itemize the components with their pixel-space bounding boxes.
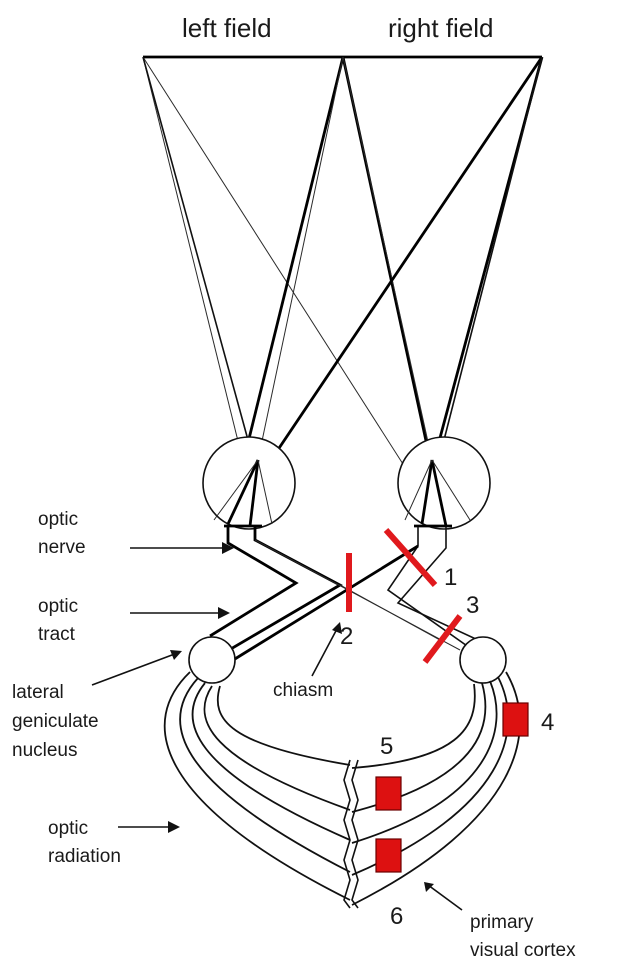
lesion-4-number: 4: [541, 709, 554, 736]
left-radiation-2: [180, 678, 350, 872]
crossing-fiber-right-to-left: [230, 546, 418, 662]
lesion-6-number: 6: [390, 903, 403, 930]
lesion-2-number: 2: [340, 623, 353, 650]
optic-radiation-label-line1: optic: [48, 818, 88, 839]
lgn-label-line2: geniculate: [12, 711, 99, 732]
optic-radiation-label-line2: radiation: [48, 846, 121, 867]
right-eye: [398, 437, 490, 529]
chiasm-fiber-a: [340, 585, 440, 640]
lesion-4-box: [503, 703, 528, 736]
lgn-arrow: [92, 652, 180, 685]
left-eye-circle: [203, 437, 295, 529]
cortex-midline-right: [352, 760, 358, 908]
primary-visual-cortex-label-line1: primary: [470, 912, 534, 933]
lesion-1-bar: [386, 530, 435, 585]
lesion-3-number: 3: [466, 592, 479, 619]
ray-center-inner-left: [258, 57, 343, 460]
optic-nerve-label-line1: optic: [38, 509, 78, 530]
right-radiation-4: [352, 683, 485, 812]
lesion-5-box: [376, 777, 401, 810]
chiasm-arrow: [312, 627, 338, 676]
ray-left-inner: [143, 57, 248, 440]
ray-left-to-right-eye: [143, 57, 440, 522]
optic-tract-label-line1: optic: [38, 596, 78, 617]
lesion-1-number: 1: [444, 564, 457, 591]
optic-radiation-arrowhead: [168, 821, 180, 833]
right-radiation-5: [352, 684, 475, 768]
lgn-label-line1: lateral: [12, 682, 64, 703]
visual-field-rays: [143, 57, 542, 524]
primary-visual-cortex-arrow: [428, 885, 462, 910]
optic-radiations: [165, 672, 520, 908]
optic-tract-label-line2: tract: [38, 624, 76, 645]
chiasm-label: chiasm: [273, 680, 333, 701]
right-field-label: right field: [388, 13, 494, 43]
optic-nerve-label-line2: nerve: [38, 537, 86, 558]
lgn-label-line3: nucleus: [12, 740, 78, 761]
primary-visual-cortex-arrowhead: [424, 882, 434, 892]
lesion-5-number: 5: [380, 733, 393, 760]
lesion-6-box: [376, 839, 401, 872]
ray-center-inner-right: [343, 57, 432, 460]
ray-right-inner: [444, 57, 542, 440]
cortex-midline-left: [344, 760, 350, 908]
primary-visual-cortex-label-line2: visual cortex: [470, 940, 576, 961]
optic-tract-arrowhead: [218, 607, 230, 619]
left-eye: [203, 437, 295, 529]
right-lgn: [460, 637, 506, 683]
left-lgn: [189, 637, 235, 683]
left-field-label: left field: [182, 13, 272, 43]
